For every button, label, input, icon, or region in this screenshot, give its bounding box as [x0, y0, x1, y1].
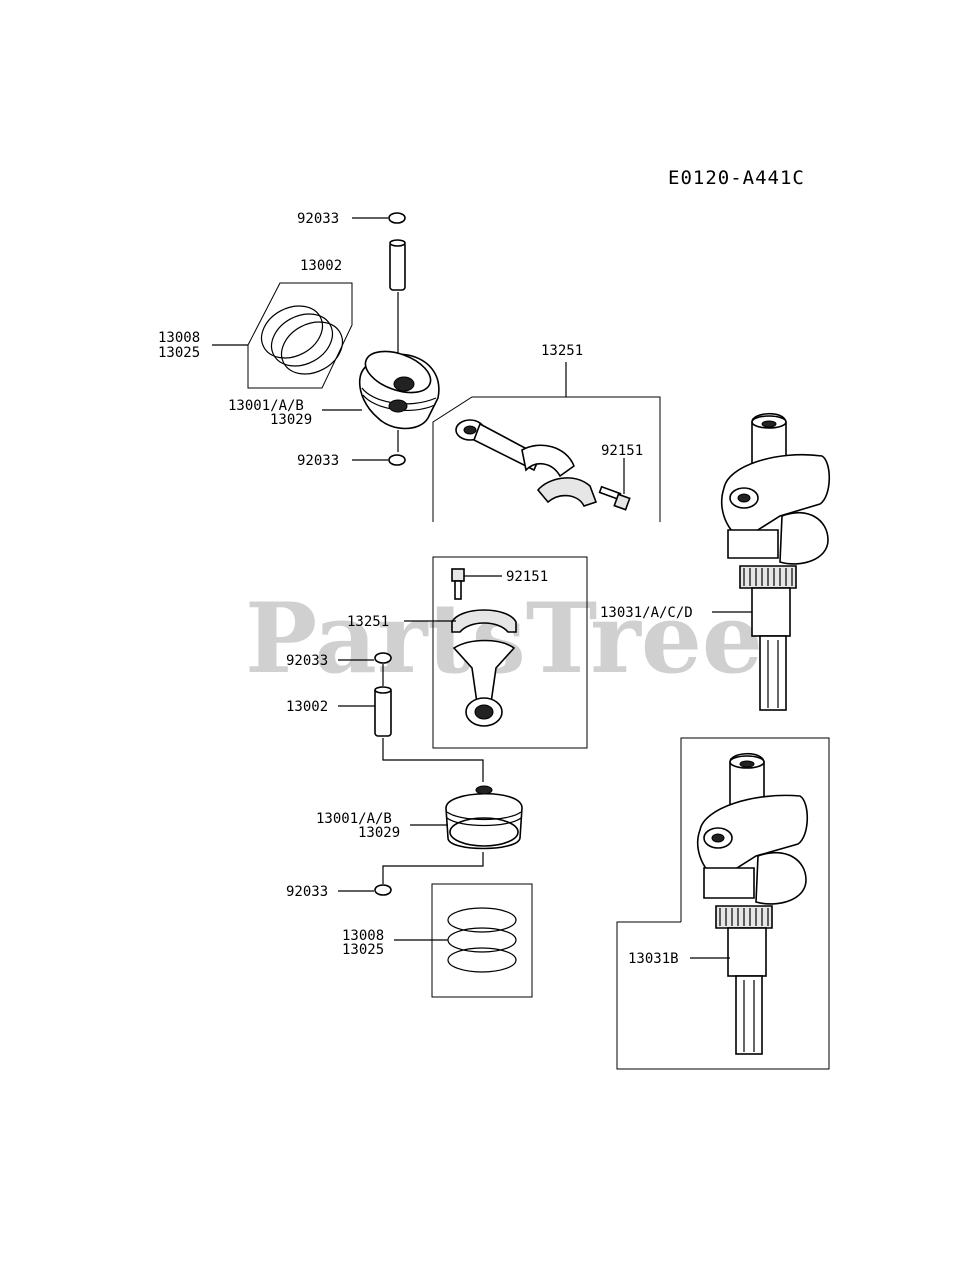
label-ring-set-bottom-a[interactable]: 13008: [342, 928, 384, 944]
conrod-box-mid: [432, 556, 588, 749]
piston-top[interactable]: [358, 343, 440, 430]
label-conrod-mid[interactable]: 13251: [347, 614, 389, 630]
piston-pin-top[interactable]: [389, 239, 406, 291]
connecting-rod-top[interactable]: [455, 419, 598, 507]
label-ring-set-bottom-b[interactable]: 13025: [342, 942, 384, 958]
diagram-code: E0120-A441C: [668, 167, 805, 189]
label-piston-pin-top[interactable]: 13002: [300, 258, 342, 274]
label-pin-clip-mid[interactable]: 92033: [286, 653, 328, 669]
label-bolt-top[interactable]: 92151: [601, 443, 643, 459]
label-ring-set-top-a[interactable]: 13008: [158, 330, 200, 346]
bolt-mid[interactable]: [451, 568, 465, 600]
label-piston-top-a[interactable]: 13001/A/B: [228, 398, 304, 414]
piston-rings-top[interactable]: [252, 296, 351, 384]
circlip-mid[interactable]: [374, 652, 392, 664]
piston-rings-bottom[interactable]: [447, 907, 517, 973]
label-crankshaft-b[interactable]: 13031B: [628, 951, 679, 967]
circlip-top[interactable]: [388, 212, 406, 224]
conrod-box-top: [432, 396, 661, 522]
label-piston-mid-b[interactable]: 13029: [358, 825, 400, 841]
piston-pin-mid[interactable]: [374, 686, 392, 737]
connecting-rod-mid[interactable]: [451, 609, 517, 727]
label-piston-pin-mid[interactable]: 13002: [286, 699, 328, 715]
label-pin-clip-top-lower[interactable]: 92033: [297, 453, 339, 469]
crankshaft-b[interactable]: [696, 752, 809, 1055]
bolt-top[interactable]: [598, 485, 631, 511]
label-conrod-box-top[interactable]: 13251: [541, 343, 583, 359]
crankshaft-a[interactable]: [720, 412, 831, 711]
label-bolt-mid[interactable]: 92151: [506, 569, 548, 585]
circlip-top-lower[interactable]: [388, 454, 406, 466]
ring-set-box-top: [247, 282, 353, 389]
crankshaft-box-b: [616, 737, 830, 1070]
label-pin-clip-bottom[interactable]: 92033: [286, 884, 328, 900]
circlip-bottom[interactable]: [374, 884, 392, 896]
label-pin-clip-top[interactable]: 92033: [297, 211, 339, 227]
label-ring-set-top-b[interactable]: 13025: [158, 345, 200, 361]
label-crankshaft-a[interactable]: 13031/A/C/D: [600, 605, 693, 621]
piston-mid[interactable]: [445, 785, 523, 850]
label-piston-mid-a[interactable]: 13001/A/B: [316, 811, 392, 827]
watermark: PartsTree: [245, 582, 763, 695]
label-piston-top-b[interactable]: 13029: [270, 412, 312, 428]
